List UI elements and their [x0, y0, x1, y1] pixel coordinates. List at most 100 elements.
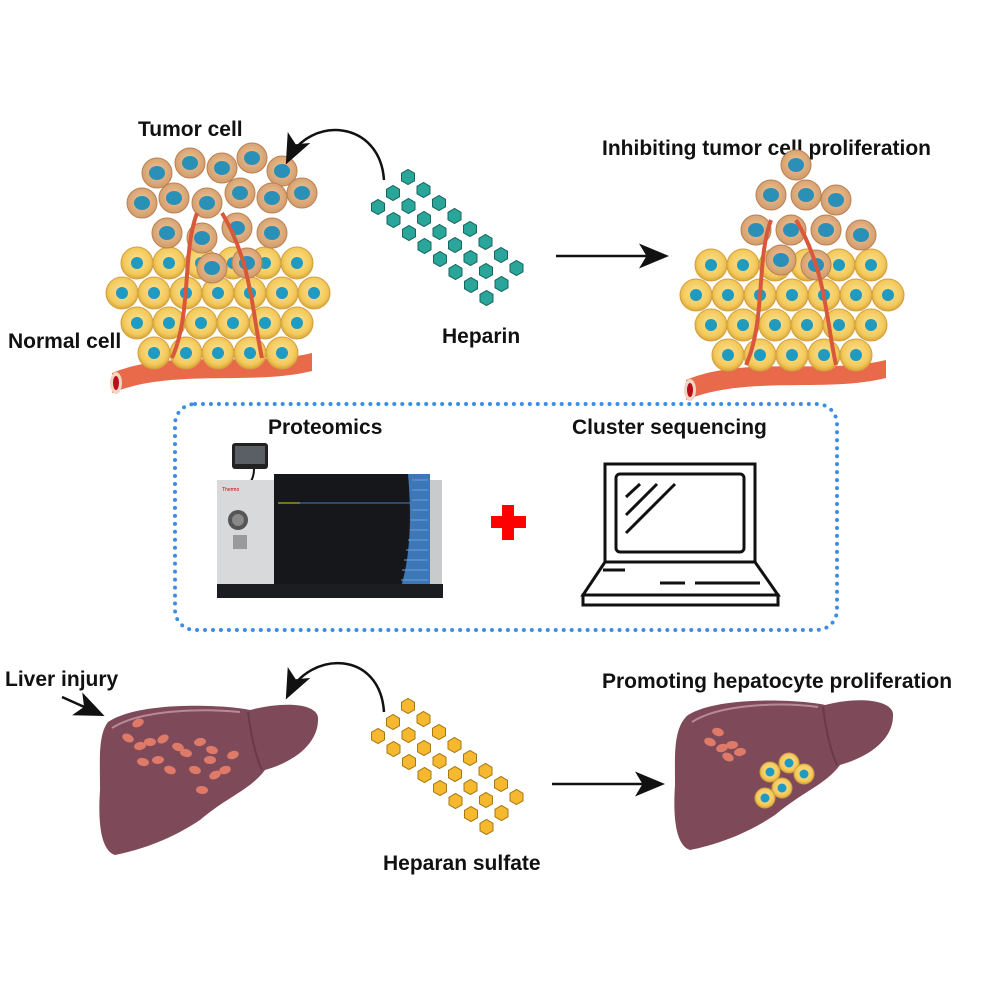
sugar-unit	[464, 276, 478, 294]
heparin-label: Heparin	[442, 325, 521, 348]
nucleus	[737, 259, 749, 271]
sugar-unit	[479, 289, 494, 307]
proteomics-label: Proteomics	[268, 416, 383, 439]
nucleus	[786, 289, 798, 301]
sugar-unit	[464, 805, 478, 823]
nucleus	[853, 228, 869, 242]
lesion	[137, 757, 149, 767]
promoting-outcome-label: Promoting hepatocyte proliferation	[602, 670, 953, 693]
sugar-unit	[386, 740, 401, 758]
cluster-sequencing-label: Cluster sequencing	[572, 416, 767, 439]
sugar-unit	[494, 246, 508, 264]
nucleus	[212, 287, 224, 299]
tumor-cell-label: Tumor cell	[138, 118, 243, 141]
nucleus	[773, 253, 789, 267]
blood-vessel	[686, 360, 886, 400]
sugar-unit	[509, 259, 524, 277]
sugar-unit	[494, 775, 508, 793]
nucleus	[194, 231, 210, 245]
sugar-unit	[448, 263, 463, 281]
lesion	[164, 765, 176, 775]
nucleus	[131, 257, 143, 269]
sugar-unit	[447, 736, 462, 754]
nucleus	[166, 191, 182, 205]
methods-box	[173, 402, 839, 632]
nucleus	[783, 223, 799, 237]
nucleus	[784, 758, 794, 768]
nucleus	[116, 287, 128, 299]
sugar-unit	[448, 765, 462, 783]
nucleus	[865, 319, 877, 331]
sugar-unit	[401, 197, 416, 215]
lesion	[180, 748, 192, 758]
sugar-unit	[402, 753, 416, 771]
nucleus	[737, 319, 749, 331]
sugar-unit	[447, 207, 462, 225]
svg-text:Thermo: Thermo	[222, 487, 239, 493]
nucleus	[722, 349, 734, 361]
capillary	[744, 219, 773, 366]
nucleus	[769, 319, 781, 331]
sugar-unit	[417, 739, 431, 757]
nucleus	[199, 196, 215, 210]
liver-injury-label: Liver injury	[5, 668, 119, 691]
nucleus	[833, 259, 845, 271]
lesion	[716, 743, 728, 753]
sugar-unit	[432, 752, 447, 770]
nucleus	[148, 347, 160, 359]
nucleus	[264, 191, 280, 205]
nucleus	[882, 289, 894, 301]
lesion	[194, 737, 206, 747]
nucleus	[274, 164, 290, 178]
lesion	[712, 727, 724, 737]
nucleus	[291, 257, 303, 269]
lesion	[734, 747, 746, 757]
lesion	[722, 752, 734, 762]
heparan-sulfate-chains	[371, 697, 524, 836]
heparan-sulfate-label: Heparan sulfate	[383, 852, 541, 875]
nucleus	[798, 188, 814, 202]
sugar-unit	[417, 237, 432, 255]
lesion	[122, 733, 134, 743]
nucleus	[865, 259, 877, 271]
lesion	[726, 740, 738, 750]
sugar-unit	[432, 194, 446, 212]
sugar-unit	[371, 198, 385, 216]
nucleus	[232, 186, 248, 200]
nucleus	[182, 156, 198, 170]
sugar-unit	[448, 792, 463, 810]
lesion	[227, 750, 239, 760]
normal-cell-label: Normal cell	[8, 330, 122, 353]
nucleus	[131, 317, 143, 329]
nucleus	[754, 349, 766, 361]
nucleus	[134, 196, 150, 210]
curved-arrow-top	[285, 128, 386, 181]
sugar-unit	[402, 224, 416, 242]
nucleus	[214, 161, 230, 175]
sugar-unit	[386, 713, 400, 731]
sugar-unit	[479, 818, 494, 836]
mass-spectrometer-icon: Thermo	[217, 443, 443, 598]
tumor-tissue-left	[105, 142, 331, 394]
sugar-unit	[401, 697, 415, 715]
nucleus	[195, 317, 207, 329]
sugar-unit	[432, 223, 447, 241]
nucleus	[276, 347, 288, 359]
nucleus	[259, 317, 271, 329]
sugar-unit	[478, 233, 493, 251]
sugar-unit	[479, 262, 493, 280]
nucleus	[748, 223, 764, 237]
lesion	[132, 718, 144, 728]
nucleus	[148, 287, 160, 299]
nucleus	[204, 261, 220, 275]
sugar-unit	[386, 211, 401, 229]
nucleus	[705, 259, 717, 271]
sugar-unit	[463, 778, 478, 796]
sugar-unit	[463, 220, 477, 238]
nucleus	[833, 319, 845, 331]
lesion	[219, 765, 231, 775]
nucleus	[149, 166, 165, 180]
lesion	[209, 770, 221, 780]
sugar-unit	[417, 210, 431, 228]
